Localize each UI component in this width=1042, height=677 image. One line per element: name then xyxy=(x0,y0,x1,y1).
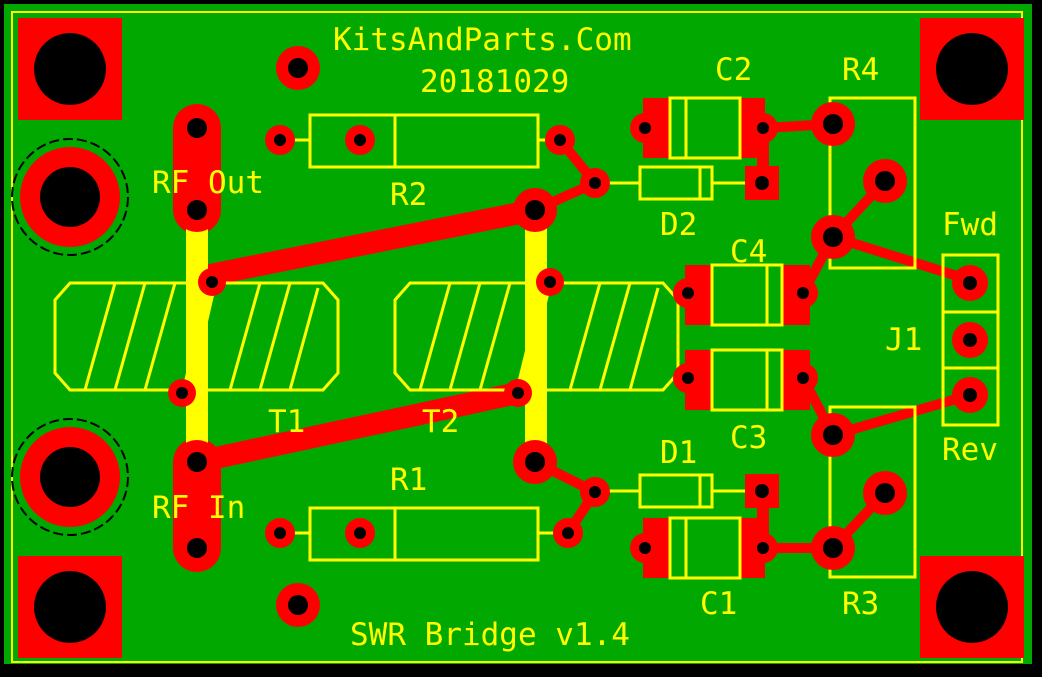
silkscreen-labels: KitsAndParts.Com 20181029 SWR Bridge v1.… xyxy=(152,22,998,653)
through-hole-pads xyxy=(168,46,988,627)
board-title: KitsAndParts.Com xyxy=(333,22,632,58)
board-outline xyxy=(11,11,1023,663)
board-date: 20181029 xyxy=(420,64,569,100)
label-fwd: Fwd xyxy=(942,207,998,243)
label-d2: D2 xyxy=(660,207,697,243)
label-r3: R3 xyxy=(842,586,879,622)
rf-connector-pads xyxy=(11,138,129,536)
label-c3: C3 xyxy=(730,420,767,456)
label-c4: C4 xyxy=(730,234,767,270)
label-r4: R4 xyxy=(842,52,879,88)
component-outlines xyxy=(284,96,1000,579)
label-t1: T1 xyxy=(268,404,305,440)
label-d1: D1 xyxy=(660,435,697,471)
label-rf-out: RF Out xyxy=(152,165,264,201)
board-copper-pour xyxy=(4,4,1032,664)
label-c2: C2 xyxy=(715,52,752,88)
label-t2: T2 xyxy=(422,404,459,440)
label-c1: C1 xyxy=(700,586,737,622)
board-name: SWR Bridge v1.4 xyxy=(350,617,630,653)
transformer-t2-outline xyxy=(393,281,680,392)
transformer-t1-outline xyxy=(53,281,340,392)
label-j1: J1 xyxy=(885,322,922,358)
label-r1: R1 xyxy=(390,462,427,498)
label-r2: R2 xyxy=(390,177,427,213)
label-rev: Rev xyxy=(942,432,998,468)
mounting-holes xyxy=(18,18,1024,658)
label-rf-in: RF In xyxy=(152,490,245,526)
